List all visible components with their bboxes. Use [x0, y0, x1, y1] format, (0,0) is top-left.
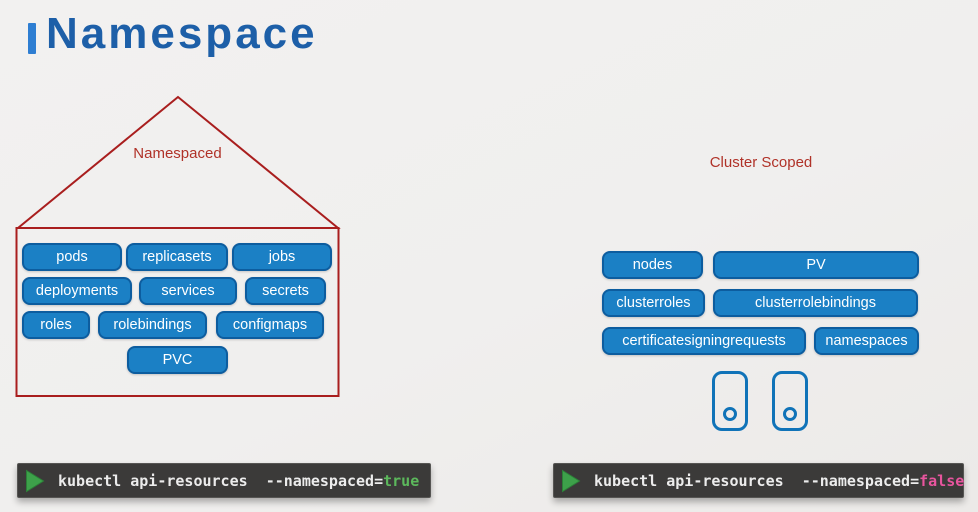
slide-title: Namespace: [46, 9, 318, 58]
terminal-command-value-false: false: [919, 471, 965, 490]
device-home-button-dot: [723, 407, 737, 421]
cluster-scoped-label: Cluster Scoped: [709, 154, 813, 171]
play-triangle-icon: [562, 469, 581, 492]
resource-chip-deployments: deployments: [22, 277, 132, 305]
resource-chip-namespaces: namespaces: [814, 327, 919, 355]
resource-chip-jobs: jobs: [232, 243, 332, 271]
device-home-button-dot: [783, 407, 797, 421]
resource-chip-certificatesigningrequests: certificatesigningrequests: [602, 327, 806, 355]
terminal-namespaced-true: kubectl api-resources --namespaced=true: [17, 463, 431, 498]
house-body-rect: [15, 227, 340, 397]
resource-chip-pods: pods: [22, 243, 122, 271]
resource-chip-services: services: [139, 277, 237, 305]
play-triangle-icon: [26, 469, 45, 492]
house-roof-triangle: [15, 95, 341, 229]
resource-chip-pvc: PVC: [127, 346, 228, 374]
resource-chip-rolebindings: rolebindings: [98, 311, 207, 339]
resource-chip-configmaps: configmaps: [216, 311, 324, 339]
resource-chip-clusterrolebindings: clusterrolebindings: [713, 289, 918, 317]
resource-chip-roles: roles: [22, 311, 90, 339]
resource-chip-clusterroles: clusterroles: [602, 289, 705, 317]
terminal-namespaced-false: kubectl api-resources --namespaced=false: [553, 463, 964, 498]
title-accent-bar: [28, 23, 36, 54]
terminal-command: kubectl api-resources --namespaced=: [594, 471, 920, 490]
resource-chip-replicasets: replicasets: [126, 243, 228, 271]
house-outline-shape: [15, 95, 341, 397]
namespaced-label: Namespaced: [133, 145, 222, 162]
resource-chip-nodes: nodes: [602, 251, 703, 279]
title-block: Namespace: [28, 12, 318, 56]
terminal-command: kubectl api-resources --namespaced=: [58, 471, 384, 490]
mobile-device-icon: [772, 371, 808, 431]
resource-chip-pv: PV: [713, 251, 919, 279]
resource-chip-secrets: secrets: [245, 277, 326, 305]
mobile-device-icon: [712, 371, 748, 431]
terminal-command-value-true: true: [383, 471, 420, 490]
